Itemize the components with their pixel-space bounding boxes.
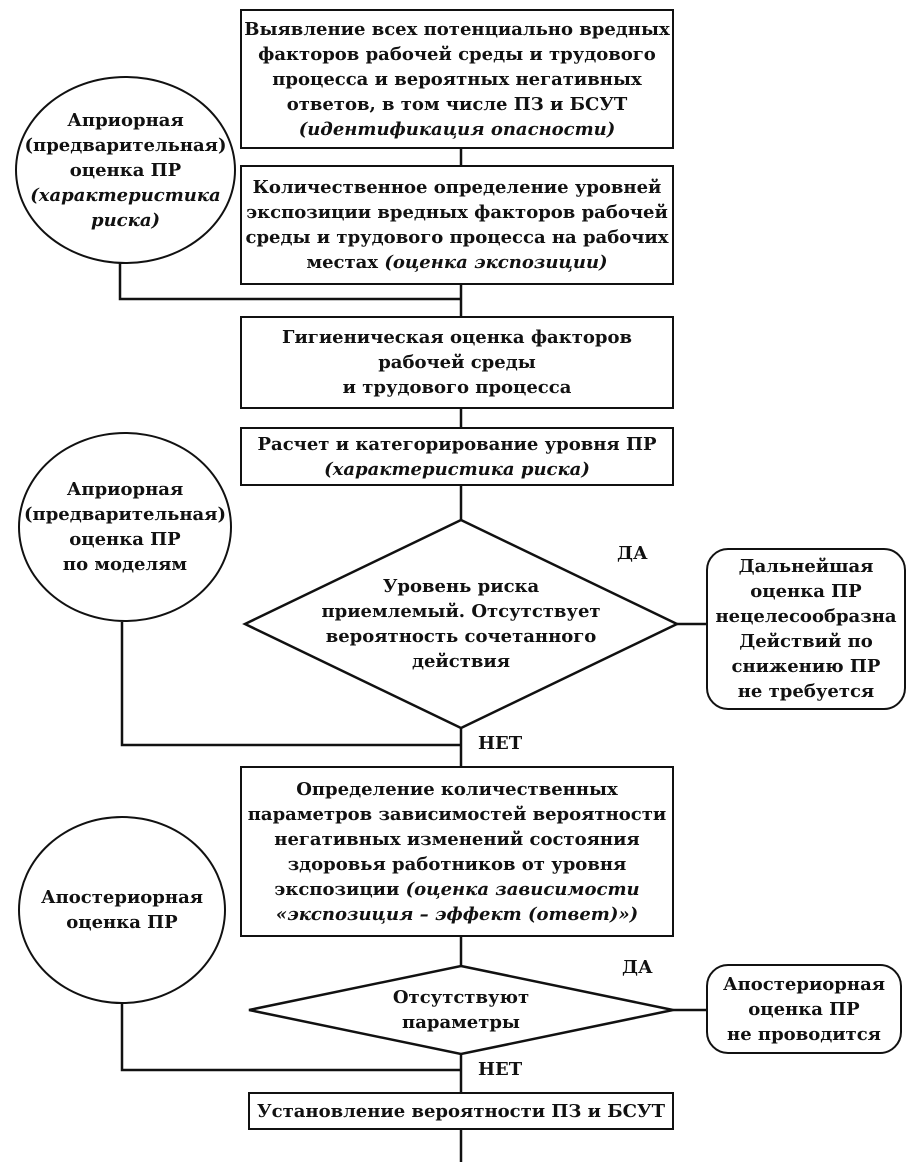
risk-calculation-note: (характеристика риска) bbox=[324, 458, 590, 480]
hazard-identification-line-1: Выявление всех потенциально вредных bbox=[244, 18, 670, 40]
parameters-line-3: негативных изменений состояния bbox=[274, 828, 640, 850]
hygienic-assessment-box: Гигиеническая оценка факторов рабочей ср… bbox=[240, 316, 674, 409]
side-1-line-6: не требуется bbox=[737, 681, 875, 702]
no-further-assessment-box: Дальнейшая оценка ПР нецелесообразна Дей… bbox=[706, 548, 906, 710]
yes-label-1: ДА bbox=[617, 543, 648, 564]
hygienic-assessment-line-2: рабочей среды bbox=[378, 352, 536, 373]
circle-2-line-4: по моделям bbox=[62, 554, 188, 575]
yes-label-2: ДА bbox=[622, 957, 653, 978]
a-priori-assessment-circle-1: Априорная (предварительная) оценка ПР (х… bbox=[15, 76, 236, 264]
hygienic-assessment-line-3: и трудового процесса bbox=[342, 377, 572, 398]
hazard-identification-line-2: факторов рабочей среды и трудового bbox=[258, 43, 656, 65]
circle-3-line-1: Апостериорная bbox=[40, 887, 204, 908]
hazard-identification-line-4: ответов, в том числе ПЗ и БСУТ bbox=[286, 93, 628, 115]
hygienic-assessment-line-1: Гигиеническая оценка факторов bbox=[282, 327, 632, 348]
exposure-assessment-line-3: среды и трудового процесса на рабочих bbox=[245, 227, 669, 248]
circle-1-note-2: риска) bbox=[91, 209, 160, 231]
decision-1-line-1: Уровень риска bbox=[382, 576, 540, 597]
parameters-determination-box: Определение количественных параметров за… bbox=[240, 766, 674, 937]
circle-1-line-3: оценка ПР bbox=[69, 159, 182, 181]
connector-circle1 bbox=[118, 258, 461, 301]
side-1-line-2: оценка ПР bbox=[750, 581, 862, 602]
a-priori-assessment-circle-2: Априорная (предварительная) оценка ПР по… bbox=[18, 432, 232, 622]
hazard-identification-box: Выявление всех потенциально вредных факт… bbox=[240, 9, 674, 149]
no-label-1: НЕТ bbox=[478, 733, 523, 754]
decision-diamond-2 bbox=[248, 964, 674, 1056]
parameters-line-2: параметров зависимостей вероятности bbox=[247, 803, 667, 825]
exposure-assessment-line-4: местах (оценка экспозиции) bbox=[306, 250, 607, 275]
circle-2-line-1: Априорная bbox=[66, 479, 184, 500]
circle-1-line-2: (предварительная) bbox=[24, 134, 227, 156]
exposure-assessment-box: Количественное определение уровней экспо… bbox=[240, 165, 674, 285]
circle-1-line-1: Априорная bbox=[67, 109, 184, 131]
exposure-assessment-line-2: экспозиции вредных факторов рабочей bbox=[246, 202, 668, 223]
side-2-line-2: оценка ПР bbox=[748, 998, 860, 1020]
side-1-line-4: Действий по bbox=[739, 631, 873, 652]
parameters-note-1: (оценка зависимости bbox=[405, 878, 640, 900]
exposure-assessment-note: (оценка экспозиции) bbox=[384, 252, 608, 273]
side-2-line-3: не проводится bbox=[727, 1023, 881, 1045]
circle-2-line-2: (предварительная) bbox=[24, 504, 226, 525]
establish-probability-line-1: Установление вероятности ПЗ и БСУТ bbox=[257, 1100, 665, 1122]
decision-2-text: Отсутствуют параметры bbox=[340, 983, 582, 1037]
exposure-assessment-line-1: Количественное определение уровней bbox=[252, 177, 662, 198]
side-1-line-1: Дальнейшая bbox=[738, 556, 874, 577]
no-label-2: НЕТ bbox=[478, 1059, 523, 1080]
risk-calculation-line-1: Расчет и категорирование уровня ПР bbox=[257, 433, 657, 455]
a-posteriori-assessment-circle: Апостериорная оценка ПР bbox=[18, 816, 226, 1004]
decision-1-text: Уровень риска приемлемый. Отсутствует ве… bbox=[305, 572, 617, 676]
side-1-line-3: нецелесообразна bbox=[715, 606, 897, 627]
parameters-note-2: «экспозиция – эффект (ответ)») bbox=[275, 903, 639, 925]
circle-3-line-2: оценка ПР bbox=[66, 912, 178, 933]
exposure-assessment-line-4-text: местах bbox=[306, 252, 379, 273]
decision-diamond-1 bbox=[242, 518, 680, 730]
establish-probability-box: Установление вероятности ПЗ и БСУТ bbox=[248, 1092, 674, 1130]
connector-circle2 bbox=[120, 622, 461, 747]
risk-calculation-box: Расчет и категорирование уровня ПР (хара… bbox=[240, 427, 674, 486]
decision-2-line-2: параметры bbox=[402, 1012, 520, 1033]
decision-1-line-4: действия bbox=[411, 651, 511, 672]
side-2-line-1: Апостериорная bbox=[722, 973, 886, 995]
hazard-identification-note: (идентификация опасности) bbox=[298, 118, 616, 140]
hazard-identification-line-3: процесса и вероятных негативных bbox=[272, 68, 642, 90]
decision-2-line-1: Отсутствуют bbox=[392, 987, 530, 1008]
parameters-line-4: здоровья работников от уровня bbox=[287, 853, 627, 875]
circle-1-note-1: (характеристика bbox=[30, 184, 221, 206]
parameters-line-5-text: экспозиции bbox=[274, 878, 400, 900]
decision-1-line-2: приемлемый. Отсутствует bbox=[321, 601, 601, 622]
side-1-line-5: снижению ПР bbox=[731, 656, 881, 677]
parameters-line-5: экспозиции (оценка зависимости bbox=[274, 877, 639, 902]
parameters-line-1: Определение количественных bbox=[296, 778, 618, 800]
a-posteriori-not-conducted-box: Апостериорная оценка ПР не проводится bbox=[706, 964, 902, 1054]
circle-2-line-3: оценка ПР bbox=[69, 529, 181, 550]
decision-1-line-3: вероятность сочетанного bbox=[325, 626, 597, 647]
